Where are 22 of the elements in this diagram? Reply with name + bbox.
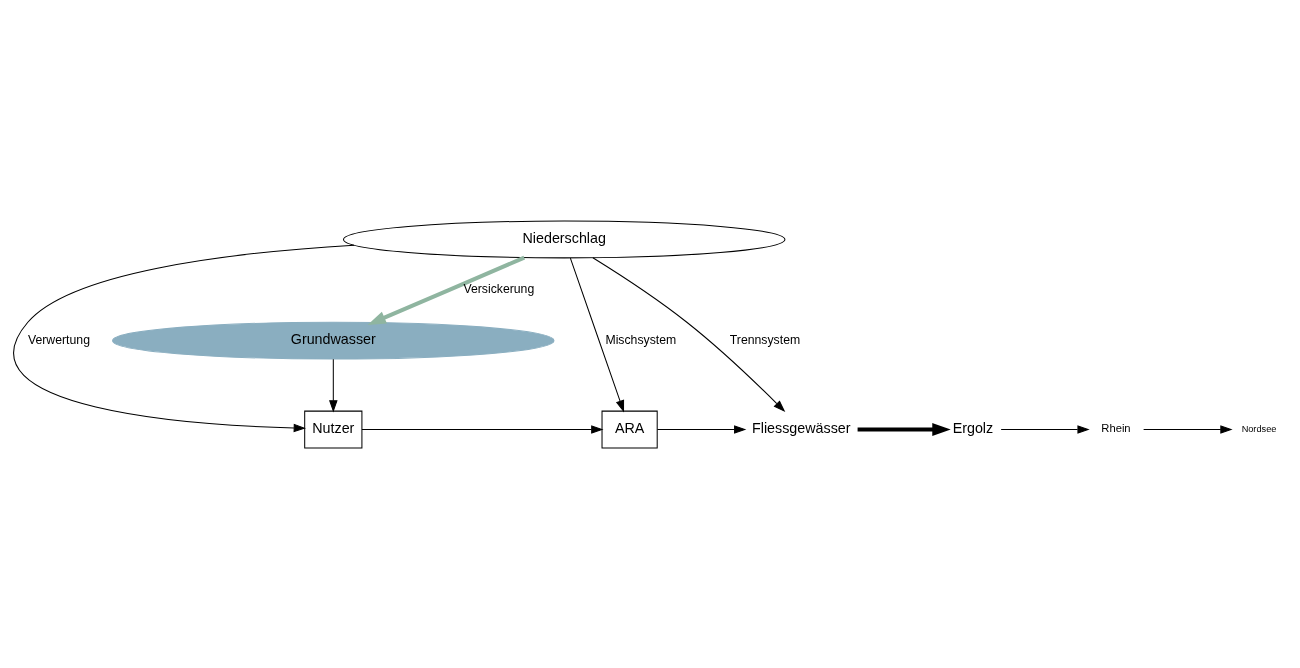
node-text: Rhein <box>1101 421 1131 434</box>
node-box: Nutzer <box>304 410 363 448</box>
node-ellipse: Niederschlag <box>343 220 786 258</box>
node-box: ARA <box>601 410 658 448</box>
arrow <box>569 257 625 412</box>
edge-label: Mischsystem <box>605 332 677 347</box>
edge-label: Versickerung <box>463 281 535 296</box>
edge-label: Trennsystem <box>729 332 801 347</box>
edge-label: Verwertung <box>27 332 90 347</box>
node-ellipse: Grundwasser <box>112 321 555 360</box>
arrow <box>656 424 747 434</box>
arrow <box>329 358 338 412</box>
arrow <box>14 244 355 432</box>
arrow <box>857 422 951 436</box>
arrow <box>361 424 604 434</box>
arrow <box>1143 424 1233 434</box>
arrow <box>1000 424 1090 434</box>
node-text: Fliessgewässer <box>752 419 851 436</box>
node-text: Nordsee <box>1241 423 1277 434</box>
arrow <box>592 256 786 412</box>
arrow <box>367 255 526 325</box>
node-text: Ergolz <box>952 419 994 436</box>
